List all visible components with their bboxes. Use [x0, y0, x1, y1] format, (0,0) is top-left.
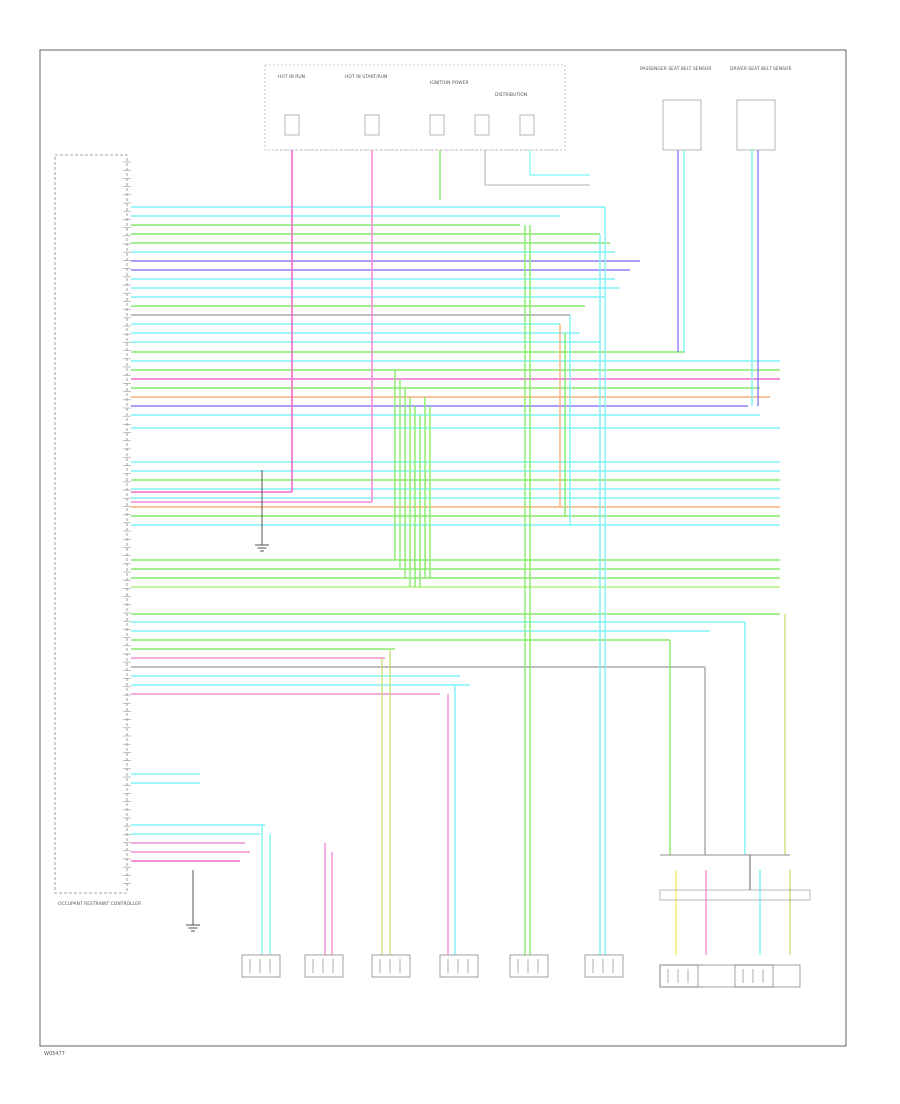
- passenger-seat-belt-sensor-box: [662, 99, 702, 151]
- fuse-2: [364, 114, 380, 136]
- top-source-area: [264, 64, 566, 151]
- bottom-components: [241, 954, 801, 988]
- component-connector: [439, 954, 479, 978]
- component-connector: [584, 954, 624, 978]
- component-connector: [734, 964, 774, 988]
- clockspring-area: [659, 854, 811, 901]
- driver-seat-belt-sensor-box: [736, 99, 776, 151]
- top-source-label: HOT IN START/RUN: [345, 74, 387, 80]
- fuse-1: [284, 114, 300, 136]
- module-label: OCCUPANT RESTRAINT CONTROLLER: [58, 901, 141, 907]
- controller-module-box: [54, 154, 128, 894]
- component-connector: [304, 954, 344, 978]
- component-connector: [241, 954, 281, 978]
- footer-code: W05477: [44, 1051, 65, 1057]
- top-source-label: HOT IN RUN: [278, 74, 305, 80]
- fuse-block-box: [264, 64, 566, 151]
- top-source-label: DISTRIBUTION: [495, 92, 527, 98]
- fuse-5: [519, 114, 535, 136]
- clockspring-box: [659, 889, 811, 901]
- fuse-3: [429, 114, 445, 136]
- ground-symbols: [186, 470, 269, 932]
- top-source-label: IGNITION POWER: [430, 80, 469, 86]
- component-connector: [371, 954, 411, 978]
- fuse-4: [474, 114, 490, 136]
- component-connector: [659, 964, 699, 988]
- controller-pin-ticks: [123, 161, 131, 884]
- component-connector: [509, 954, 549, 978]
- ground-icon: [186, 870, 200, 932]
- ground-icon: [255, 470, 269, 552]
- right-module-label: PASSENGER SEAT BELT SENSOR: [640, 66, 712, 72]
- wire-harness: [131, 150, 791, 955]
- seat-belt-sensor-modules: [662, 99, 776, 151]
- right-module-label: DRIVER SEAT BELT SENSOR: [730, 66, 792, 72]
- diagram-frame: [39, 49, 847, 1047]
- airbag-connector-group: [659, 964, 801, 988]
